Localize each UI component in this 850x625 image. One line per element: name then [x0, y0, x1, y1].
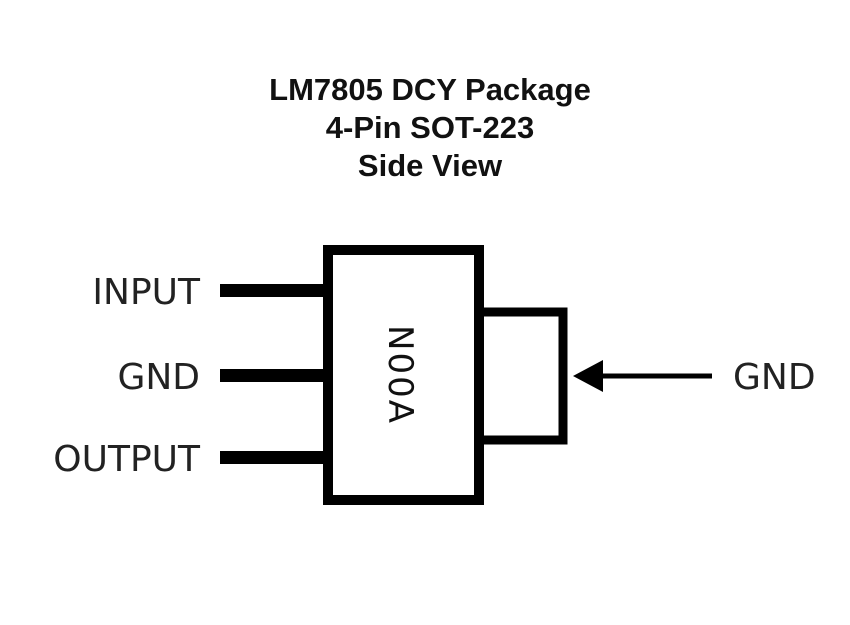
package-marking: N00A	[380, 325, 420, 425]
pin-label-gnd: GND	[117, 357, 200, 398]
pin-lead-gnd	[220, 369, 328, 382]
title-line-2: 4-Pin SOT-223	[325, 110, 535, 145]
tab-label-gnd: GND	[733, 357, 816, 398]
pin-label-input: INPUT	[92, 272, 201, 313]
package-tab	[479, 307, 568, 445]
package-body	[323, 245, 484, 505]
title-line-1: LM7805 DCY Package	[269, 72, 591, 107]
pin-label-output: OUTPUT	[53, 439, 201, 480]
pin-lead-input	[220, 284, 328, 297]
arrow-head-icon	[573, 360, 603, 392]
pin-lead-output	[220, 451, 328, 464]
title-line-3: Side View	[357, 148, 503, 183]
